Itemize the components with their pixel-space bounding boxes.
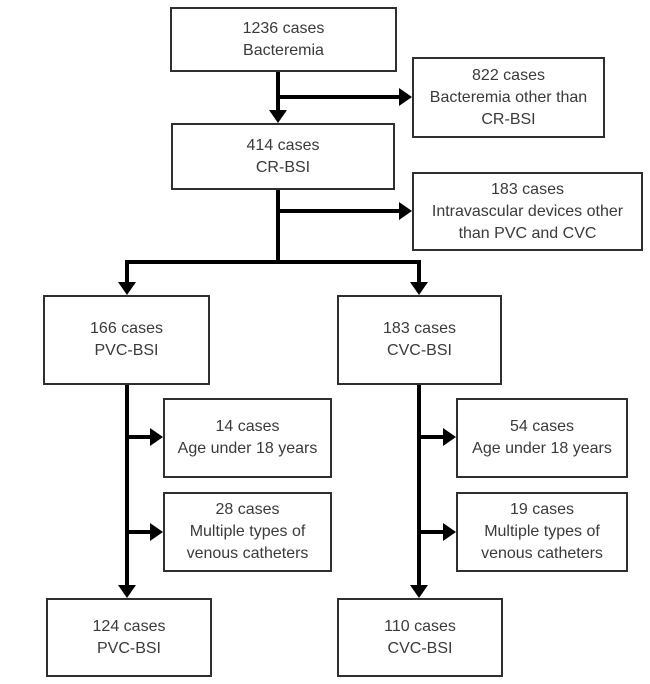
node-count: 54 cases — [509, 418, 575, 435]
node-label: venous catheters — [481, 545, 603, 562]
arrowhead-right-icon — [399, 202, 412, 220]
arrowhead-right-icon — [150, 428, 163, 446]
arrowhead-down-icon — [410, 585, 428, 598]
connector-split-to-cvc — [417, 260, 421, 284]
connector-pvc-to-multiple-exclusion — [127, 530, 151, 534]
node-excluded-other-devices: 183 cases Intravascular devices other th… — [412, 172, 643, 251]
node-label: CR-BSI — [255, 158, 311, 176]
connector-crbsi-to-split — [276, 189, 280, 264]
node-label: PVC-BSI — [96, 639, 161, 657]
node-label: Bacteremia — [243, 41, 324, 59]
connector-cvc183-to-cvc110 — [417, 384, 421, 587]
node-pvc-bsi-166: 166 cases PVC-BSI — [43, 295, 210, 385]
node-count: 14 cases — [215, 418, 280, 435]
node-cvc-excluded-multiple-catheters: 19 cases Multiple types of venous cathet… — [456, 492, 628, 572]
node-cvc-excluded-age-under-18: 54 cases Age under 18 years — [456, 398, 628, 478]
node-bacteremia-total: 1236 cases Bacteremia — [170, 7, 397, 72]
connector-pvc166-to-pvc124 — [125, 384, 129, 587]
connector-cvc-to-multiple-exclusion — [419, 530, 444, 534]
node-label: CVC-BSI — [387, 342, 452, 359]
node-count: 19 cases — [509, 501, 575, 518]
arrowhead-down-icon — [269, 110, 287, 123]
node-count: 822 cases — [472, 66, 545, 84]
node-pvc-excluded-age-under-18: 14 cases Age under 18 years — [163, 398, 332, 478]
node-label: venous catheters — [186, 545, 309, 562]
arrowhead-down-icon — [118, 282, 136, 295]
node-crbsi: 414 cases CR-BSI — [171, 123, 395, 190]
node-count: 183 cases — [491, 180, 564, 198]
arrowhead-right-icon — [443, 428, 456, 446]
arrowhead-right-icon — [399, 88, 412, 106]
node-label: Bacteremia other than — [429, 88, 588, 106]
node-excluded-bacteremia-other: 822 cases Bacteremia other than CR-BSI — [412, 57, 605, 138]
node-label: Age under 18 years — [472, 440, 612, 457]
node-label: Multiple types of — [189, 523, 306, 540]
connector-cvc-to-age-exclusion — [419, 435, 444, 439]
node-label: CR-BSI — [481, 110, 536, 128]
arrowhead-down-icon — [118, 585, 136, 598]
connector-pvc-to-age-exclusion — [127, 435, 151, 439]
node-label: than PVC and CVC — [458, 224, 597, 242]
node-count: 110 cases — [384, 617, 456, 635]
arrowhead-down-icon — [410, 282, 428, 295]
node-label: PVC-BSI — [94, 342, 159, 359]
node-pvc-bsi-final-124: 124 cases PVC-BSI — [46, 598, 212, 677]
arrowhead-right-icon — [443, 523, 456, 541]
node-count: 166 cases — [90, 320, 163, 337]
node-count: 183 cases — [383, 320, 456, 337]
node-cvc-bsi-final-110: 110 cases CVC-BSI — [337, 598, 503, 677]
node-label: Age under 18 years — [177, 440, 318, 457]
node-count: 1236 cases — [242, 19, 325, 37]
connector-bacteremia-to-crbsi — [276, 70, 280, 112]
node-count: 28 cases — [215, 501, 280, 518]
node-pvc-excluded-multiple-catheters: 28 cases Multiple types of venous cathet… — [163, 492, 332, 572]
node-label: Intravascular devices other — [431, 202, 624, 220]
arrowhead-right-icon — [150, 523, 163, 541]
node-count: 414 cases — [246, 136, 320, 154]
connector-crbsi-to-excluded-devices — [276, 209, 401, 213]
node-cvc-bsi-183: 183 cases CVC-BSI — [337, 295, 502, 385]
node-count: 124 cases — [92, 617, 166, 635]
connector-split-to-pvc — [125, 260, 129, 284]
node-label: CVC-BSI — [387, 639, 453, 657]
connector-bacteremia-to-excluded — [276, 95, 401, 99]
node-label: Multiple types of — [484, 523, 600, 540]
connector-split-bar — [125, 260, 421, 264]
